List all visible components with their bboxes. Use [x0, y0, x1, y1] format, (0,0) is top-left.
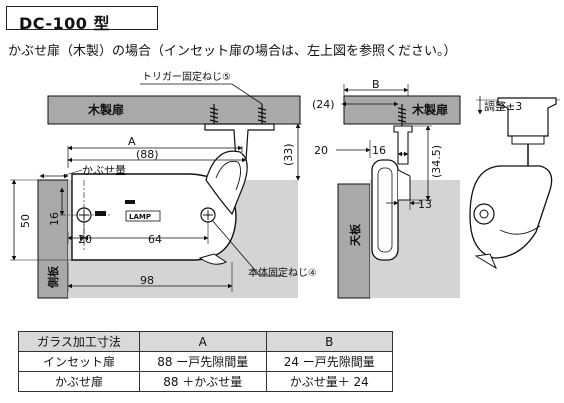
table-header-row: ガラス加工寸法 A B [18, 331, 393, 352]
glass-dimension-table: ガラス加工寸法 A B インセット扉 88 ー戸先隙間量 24 ー戸先隙間量 か… [18, 331, 393, 392]
table-cell: 88 ＋かぶせ量 [139, 371, 267, 392]
third-view: 調整±3 [469, 96, 560, 270]
table-cell: かぶせ扉 [18, 371, 140, 392]
dim-13: 13 [418, 198, 432, 211]
dim-34-5: (34.5) [430, 145, 443, 178]
dim-20-front: 20 [78, 233, 92, 246]
dim-88: (88) [136, 148, 159, 161]
side-bracket [393, 125, 413, 165]
brand-logo-text: LAMP [129, 213, 151, 221]
table-header-cell: B [265, 331, 393, 352]
side-panel-label: 側板 [46, 265, 60, 289]
wood-door-panel [47, 95, 301, 125]
overlap-label: かぶせ量 [82, 164, 126, 177]
dim-16-front: 16 [48, 212, 61, 226]
brand-logo-plate [125, 210, 161, 222]
dim-33: (33) [282, 143, 295, 166]
adjust-label: 調整±3 [484, 99, 522, 113]
damper-arm [205, 150, 248, 216]
dim-16-side: 16 [372, 144, 386, 157]
trigger-screw-label: トリガー固定ねじ⑤ [142, 70, 231, 83]
ceiling-label: 天板 [348, 223, 362, 246]
table-row: インセット扉 88 ー戸先隙間量 24 ー戸先隙間量 [18, 351, 393, 372]
indicator-slot-b [125, 200, 135, 204]
dim-a: A [128, 135, 136, 148]
model-title: DC-100 型 [19, 14, 111, 33]
side-view: 木製扉 天板 B (24) 20 16 (34.5) 13 [312, 78, 461, 299]
wood-door-label: 木製扉 [87, 102, 124, 117]
table-cell: 88 ー戸先隙間量 [139, 351, 267, 372]
model-title-box: DC-100 型 [6, 6, 158, 33]
table-header-cell: ガラス加工寸法 [18, 331, 140, 352]
dim-b: B [372, 78, 380, 91]
table-header-cell: A [139, 331, 267, 352]
body-screw-label: 本体固定ねじ④ [248, 266, 317, 279]
front-view: 木製扉 側板 トリガー固定ねじ⑤ LAMP [10, 70, 317, 299]
table-cell: インセット扉 [18, 351, 140, 372]
table-row: かぶせ扉 88 ＋かぶせ量 かぶせ量＋ 24 [18, 371, 393, 392]
table-cell: 24 ー戸先隙間量 [265, 351, 393, 372]
table-cell: かぶせ量＋ 24 [265, 371, 393, 392]
dim-20-side: 20 [314, 144, 328, 157]
indicator-slot-a [95, 211, 106, 216]
dim-64: 64 [148, 233, 162, 246]
drawing-caption: かぶせ扉（木製）の場合（インセット扉の場合は、左上図を参照ください。） [8, 44, 457, 59]
side-wood-door-label: 木製扉 [411, 102, 448, 117]
dim-24: (24) [312, 98, 335, 111]
third-damper-body [469, 165, 553, 259]
dim-50: 50 [19, 214, 32, 228]
dim-98: 98 [140, 274, 154, 287]
damper-tail [198, 253, 227, 265]
